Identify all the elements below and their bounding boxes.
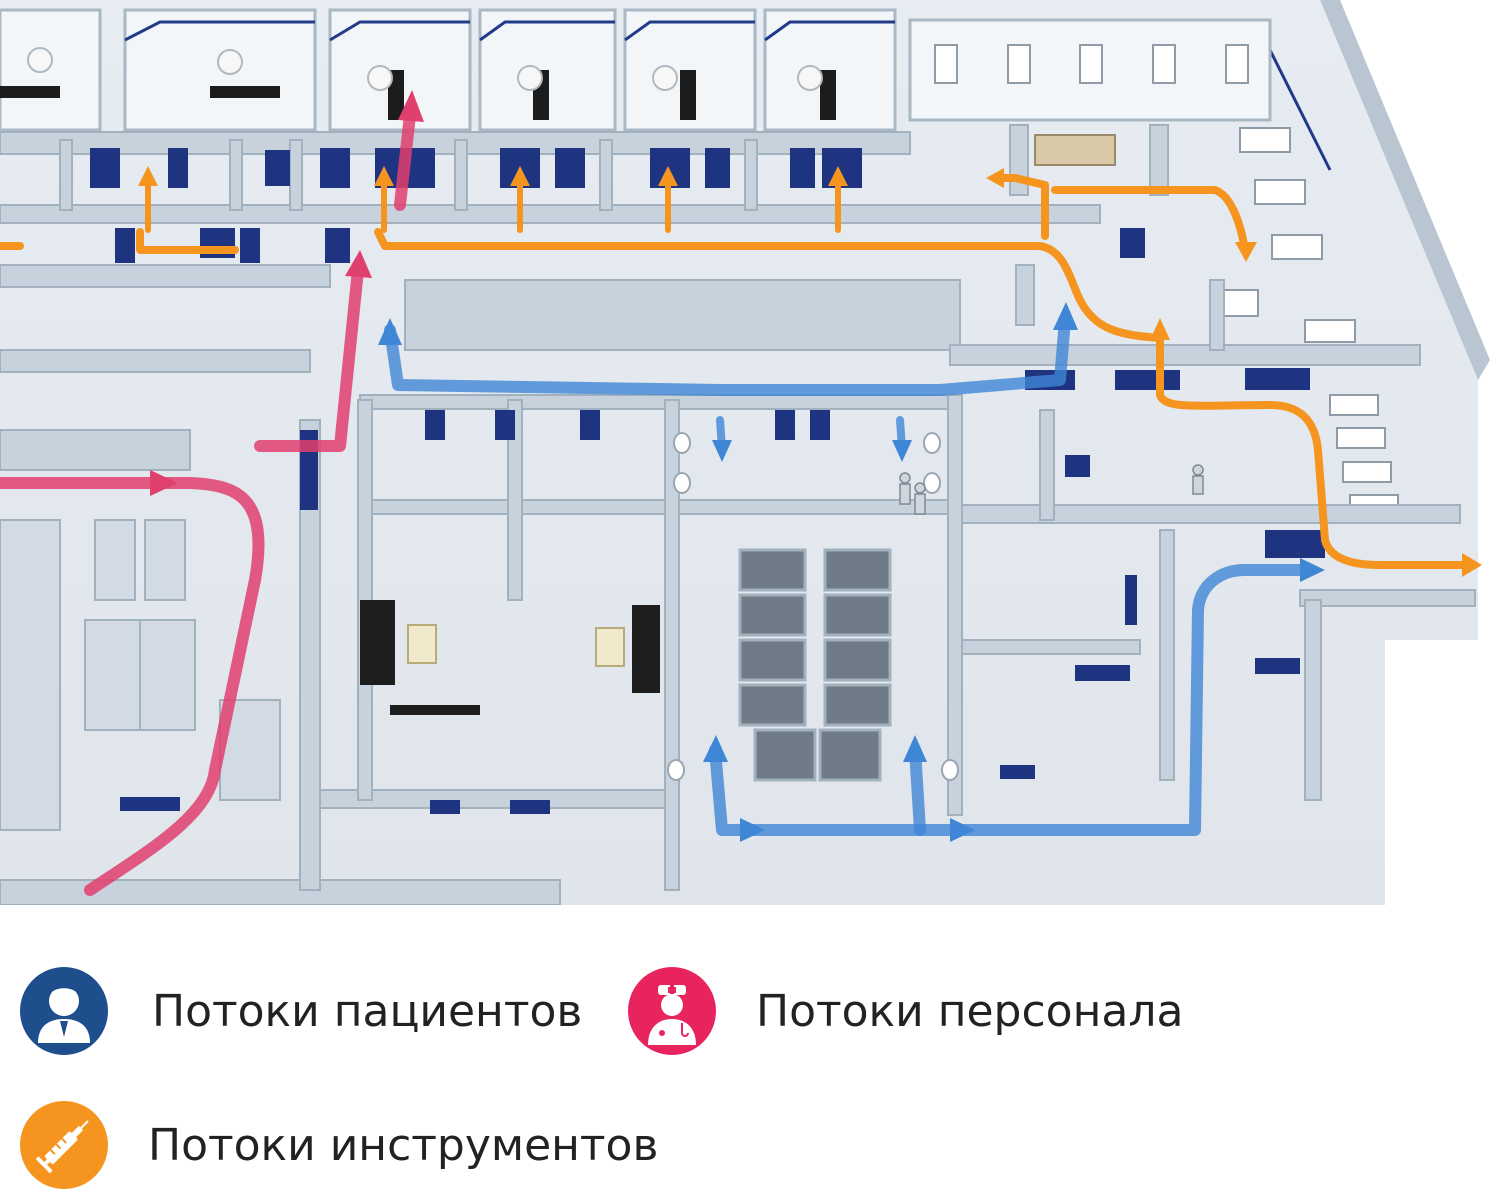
- tools-flow-corridor: [374, 228, 1164, 342]
- legend-staff: Потоки персонала: [628, 967, 1183, 1055]
- staff-arrow-up-1: [345, 250, 372, 278]
- tables: [407, 624, 625, 667]
- legend-tools: Потоки инструментов: [20, 1101, 658, 1189]
- tools-arrow-up-2: [374, 166, 394, 186]
- tools-arrow-left: [986, 168, 1004, 188]
- sofas: [360, 600, 660, 715]
- reception-desk: [1034, 134, 1116, 166]
- tools-arrow-right: [1462, 553, 1482, 577]
- tools-flow: [0, 166, 1482, 577]
- legend-tools-label: Потоки инструментов: [148, 1119, 659, 1171]
- legend: Потоки пациентов Потоки персонала: [0, 905, 1490, 1200]
- patient-flow-path-mid: [909, 744, 926, 836]
- floor-plan-drawing: [0, 0, 1490, 905]
- staff-arrow-up-2: [398, 90, 424, 122]
- staff-flow: [0, 90, 424, 896]
- staff-arrow-right: [150, 470, 178, 496]
- patient-flow-path-bottom: [709, 564, 1311, 836]
- legend-patients: Потоки пациентов: [20, 967, 582, 1055]
- patient-flow-path-top: [384, 314, 1071, 396]
- patient-arrow-up-3: [703, 735, 728, 762]
- tools-arrow-up-3: [510, 166, 530, 186]
- tools-flow-ward: [1051, 186, 1249, 254]
- patient-arrow-up-2: [1053, 302, 1078, 330]
- operating-tables: [0, 70, 836, 120]
- staff-flow-path-top: [394, 109, 416, 211]
- tools-arrow-up-4: [658, 166, 678, 186]
- tools-arrow-up-5: [828, 166, 848, 186]
- legend-staff-label: Потоки персонала: [756, 985, 1184, 1037]
- staff-figures: [899, 464, 1204, 515]
- patient-arrow-up-1: [378, 318, 402, 345]
- legend-patients-label: Потоки пациентов: [152, 985, 583, 1037]
- syringe-icon: [20, 1101, 108, 1189]
- tools-flow-top: [994, 174, 1049, 240]
- patient-arrow-right-3: [950, 818, 975, 842]
- lockers: [738, 548, 892, 782]
- patient-arrow-down-2: [892, 440, 912, 462]
- tools-arrow-down: [1235, 242, 1257, 262]
- patient-icon: [20, 967, 108, 1055]
- tools-arrow-up-1: [138, 166, 158, 186]
- surgical-lamps: [27, 47, 823, 91]
- storage-blocks: [0, 519, 281, 831]
- tools-arrow-up-6: [1150, 318, 1170, 340]
- patient-arrow-up-4: [903, 735, 927, 762]
- patient-arrow-right-2: [740, 818, 765, 842]
- staff-flow-path-upper: [254, 264, 364, 452]
- tools-flow-left: [136, 228, 239, 254]
- sinks: [667, 432, 959, 781]
- floor-plan: [0, 0, 1490, 905]
- patient-arrow-down-1: [712, 440, 732, 462]
- building-right-edge: [1320, 0, 1490, 380]
- patient-arrow-right: [1300, 558, 1325, 582]
- staff-flow-path-main: [0, 477, 265, 896]
- medical-staff-icon: [628, 967, 716, 1055]
- doors: [90, 148, 1325, 814]
- patient-flow: [378, 302, 1325, 842]
- tools-flow-right: [1156, 334, 1472, 569]
